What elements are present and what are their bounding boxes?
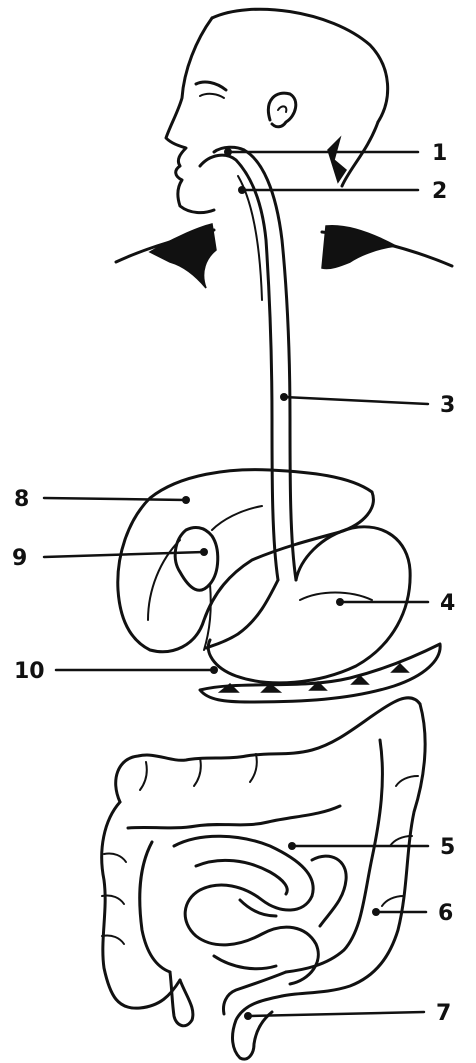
liver [118, 470, 374, 652]
pointer-dot-8 [182, 496, 190, 504]
stomach [206, 527, 410, 683]
head-outline [166, 9, 388, 212]
label-5: 5 [440, 835, 455, 860]
large-intestine [102, 698, 425, 1026]
label-3: 3 [440, 393, 455, 418]
label-8: 8 [14, 487, 29, 512]
leader-line-8 [44, 498, 186, 500]
labels: 1 2 3 4 5 6 7 8 9 10 [12, 141, 455, 1026]
label-2: 2 [432, 179, 447, 204]
esophagus [200, 147, 296, 580]
leader-line-3 [284, 397, 428, 404]
leader-line-9 [44, 552, 204, 557]
label-7: 7 [436, 1001, 451, 1026]
small-intestine [174, 836, 346, 984]
label-4: 4 [440, 591, 455, 616]
pancreas [200, 644, 440, 702]
label-6: 6 [438, 901, 453, 926]
label-1: 1 [432, 141, 447, 166]
gall-bladder [175, 528, 218, 650]
pointer-dot-9 [200, 548, 208, 556]
label-9: 9 [12, 546, 27, 571]
pointer-dot-10 [210, 666, 218, 674]
label-10: 10 [14, 659, 45, 684]
leader-lines [44, 148, 428, 1020]
leader-line-7 [248, 1012, 424, 1016]
